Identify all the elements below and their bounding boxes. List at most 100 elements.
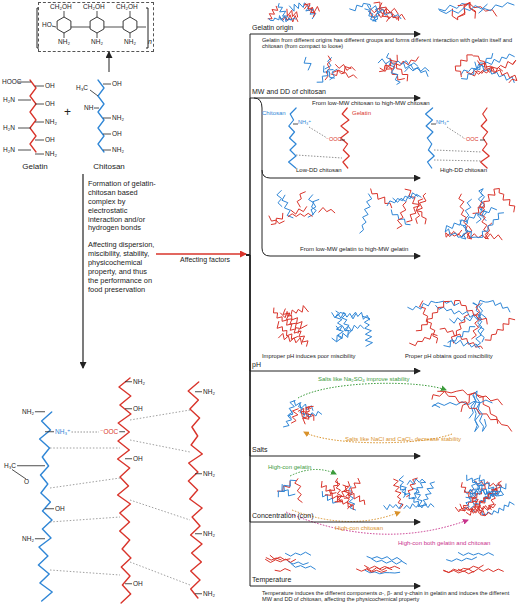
chem-label: NH₂ (91, 38, 103, 45)
chem-label: NH₃⁺ (55, 428, 70, 435)
polymer-chain (473, 189, 515, 214)
bond-line (125, 458, 132, 459)
connector (246, 255, 420, 456)
polymer-chain (416, 301, 449, 330)
polymer-chain (287, 9, 298, 17)
connector (246, 34, 420, 255)
polymer-chain (393, 194, 421, 202)
polymer-chain (469, 391, 486, 432)
chem-label: NH₂ (203, 470, 215, 477)
bond-line (480, 140, 485, 141)
polymer-chain (432, 400, 492, 407)
ionic-link (447, 127, 464, 138)
caption-text: Chitosan (262, 110, 286, 117)
polymer-chain (288, 213, 312, 216)
chem-label: OH (45, 136, 55, 143)
polymer-chain (458, 553, 493, 556)
polymer-chain (357, 569, 387, 572)
bond-line (103, 118, 111, 119)
connector (246, 255, 420, 586)
caption-text: High-con chitosan (335, 525, 383, 532)
polymer-chain (304, 57, 311, 70)
hydrogen-bond (50, 570, 120, 575)
polymer-chain (371, 189, 392, 208)
polymer-chain (317, 70, 333, 83)
polymer-chain (335, 482, 350, 502)
bond-line (64, 33, 65, 38)
bond-line (35, 154, 44, 155)
bond-line (195, 391, 202, 392)
polymer-chain (401, 485, 423, 506)
bond-line (103, 84, 111, 85)
polymer-chain (289, 108, 297, 168)
polymer-chain (446, 230, 502, 240)
node-text: MW and DD of chitosan (252, 88, 420, 96)
polymer-chain (336, 65, 355, 71)
bond-line (119, 431, 125, 432)
molecule-art (12, 2, 517, 603)
polymer-chain (38, 412, 52, 601)
polymer-chain (445, 208, 496, 238)
chem-label: OH (133, 405, 143, 412)
bond-line (130, 11, 131, 17)
polymer-chain (292, 409, 299, 423)
polymer-chain (367, 557, 402, 561)
chem-label: HO (42, 21, 52, 28)
connector (246, 98, 420, 255)
polymer-chain (341, 108, 350, 168)
polymer-chain (306, 411, 321, 417)
polymer-chain (304, 4, 315, 17)
polymer-chain (319, 208, 335, 213)
chem-label: NH₂ (45, 118, 57, 125)
chem-label: NH₂ (133, 378, 145, 385)
bond-line (103, 134, 111, 135)
node-text: Chitosan (93, 162, 125, 172)
factor-label: Concentration (con) (252, 512, 420, 523)
polymer-chain (360, 194, 372, 233)
polymer-chain (275, 569, 290, 572)
node-text: n (148, 38, 152, 46)
chem-label: NH₂ (22, 408, 34, 415)
polymer-chain (266, 558, 281, 560)
flow-arrow (82, 174, 83, 368)
branch-arrow (254, 98, 420, 178)
polymer-chain (277, 191, 282, 207)
plus-sign: + (64, 106, 71, 120)
polymer-chain (279, 333, 302, 344)
bond-line (71, 27, 90, 28)
sugar-ring (90, 17, 104, 33)
polymer-chain (412, 482, 426, 498)
sugar-ring (123, 17, 137, 33)
ionic-link (434, 150, 482, 152)
polymer-chain (426, 108, 435, 168)
polymer-chain (372, 559, 407, 564)
bond-line (45, 431, 54, 432)
factor-label: Temperature (252, 576, 420, 587)
caption-text: From low-MW chitosan to high-MW chitosan (312, 100, 430, 107)
node-text: Salts (252, 446, 420, 454)
chem-label: NH₂ (112, 114, 124, 121)
bond-line (35, 104, 44, 105)
chem-label: NH₂ (203, 590, 215, 597)
polymer-chain (188, 382, 202, 598)
bond-line (52, 26, 56, 27)
polymer-chain (444, 570, 474, 573)
polymer-chain (268, 6, 278, 18)
polymer-chain (461, 54, 514, 75)
bond-line (64, 11, 65, 17)
ionic-link (71, 432, 99, 433)
polymer-chain (309, 195, 317, 215)
polymer-chain (458, 3, 497, 16)
node-text: Formation of gelatin-chitosan based comp… (88, 180, 156, 233)
chem-label: OH (55, 505, 65, 512)
polymer-chain (405, 67, 429, 71)
polymer-chain (456, 506, 492, 512)
ionic-link (309, 127, 327, 138)
repeat-bracket (37, 8, 148, 48)
bond-line (17, 465, 45, 466)
bond-line (35, 86, 44, 87)
chem-label: ⁻OOC (326, 136, 341, 142)
polymer-chain (286, 552, 311, 556)
bond-line (94, 108, 99, 109)
bond-line (35, 122, 44, 123)
